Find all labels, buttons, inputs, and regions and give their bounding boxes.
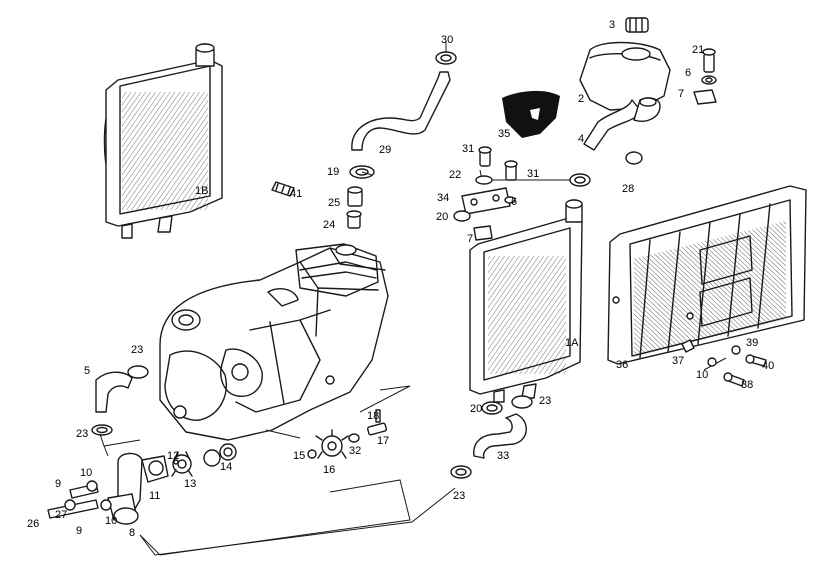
callout-17: 17 (377, 435, 390, 447)
callout-20-lower: 20 (470, 403, 483, 415)
callout-33: 33 (497, 450, 510, 462)
callout-22: 22 (449, 169, 462, 181)
callout-13: 13 (184, 478, 197, 490)
callout-23-bottom: 23 (453, 490, 466, 502)
callout-23-right: 23 (539, 395, 552, 407)
callout-36: 36 (616, 359, 629, 371)
callout-15: 15 (293, 450, 306, 462)
bracket-35 (502, 90, 560, 138)
callout-10-upper: 10 (80, 467, 93, 479)
callout-31-right: 31 (527, 168, 540, 180)
callout-28: 28 (622, 183, 635, 195)
callout-39: 39 (746, 337, 759, 349)
callout-6-lower: 6 (511, 196, 518, 208)
callout-14: 14 (220, 461, 233, 473)
engine-assembly (159, 243, 389, 441)
callout-30: 30 (441, 34, 454, 46)
callout-16: 16 (323, 464, 336, 476)
radiator-guard-36 (607, 185, 807, 365)
callout-34: 34 (437, 192, 450, 204)
callout-4: 4 (578, 133, 585, 145)
callout-37: 37 (672, 355, 685, 367)
bolt-21-group (693, 48, 717, 105)
callout-10-right: 10 (696, 369, 709, 381)
callout-23-left: 23 (76, 428, 89, 440)
callout-10-lower: 10 (105, 515, 118, 527)
callout-25: 25 (328, 197, 341, 209)
callout-9-upper: 9 (55, 478, 62, 490)
callout-3: 3 (609, 19, 616, 31)
callout-2: 2 (578, 93, 585, 105)
callout-38: 38 (741, 379, 754, 391)
callout-8: 8 (129, 527, 136, 539)
callout-24: 24 (323, 219, 336, 231)
callout-20-upper: 20 (436, 211, 449, 223)
callout-26: 26 (27, 518, 40, 530)
callout-1a: 1A (565, 337, 579, 349)
callout-1b: 1B (195, 185, 209, 197)
radiator-1b (103, 43, 223, 239)
callout-11: 11 (149, 490, 161, 502)
pipe-5 (91, 365, 149, 436)
callout-18: 18 (367, 410, 380, 422)
impeller-parts (307, 409, 387, 459)
callout-23-engine: 23 (131, 344, 144, 356)
callout-5: 5 (84, 365, 91, 377)
water-pump-parts (47, 443, 237, 525)
callout-7-lower: 7 (467, 233, 474, 245)
mounting-bracket (453, 146, 518, 241)
callout-27: 27 (55, 509, 68, 521)
callout-7-upper: 7 (678, 88, 685, 100)
callout-19: 19 (327, 166, 340, 178)
callout-9-lower: 9 (76, 525, 83, 537)
callout-40: 40 (762, 360, 775, 372)
callout-29: 29 (379, 144, 392, 156)
small-fittings (271, 181, 363, 229)
callout-6-upper: 6 (685, 67, 692, 79)
guard-fasteners (681, 339, 767, 387)
callout-31-left: 31 (462, 143, 475, 155)
callout-32: 32 (349, 445, 362, 457)
callout-41: 41 (290, 188, 303, 200)
expansion-tank (569, 17, 671, 187)
hose-29 (349, 51, 457, 179)
radiator-1a (469, 199, 583, 403)
hose-33 (450, 395, 533, 479)
callout-12: 12 (167, 450, 180, 462)
callout-21: 21 (692, 44, 705, 56)
callout-35: 35 (498, 128, 511, 140)
